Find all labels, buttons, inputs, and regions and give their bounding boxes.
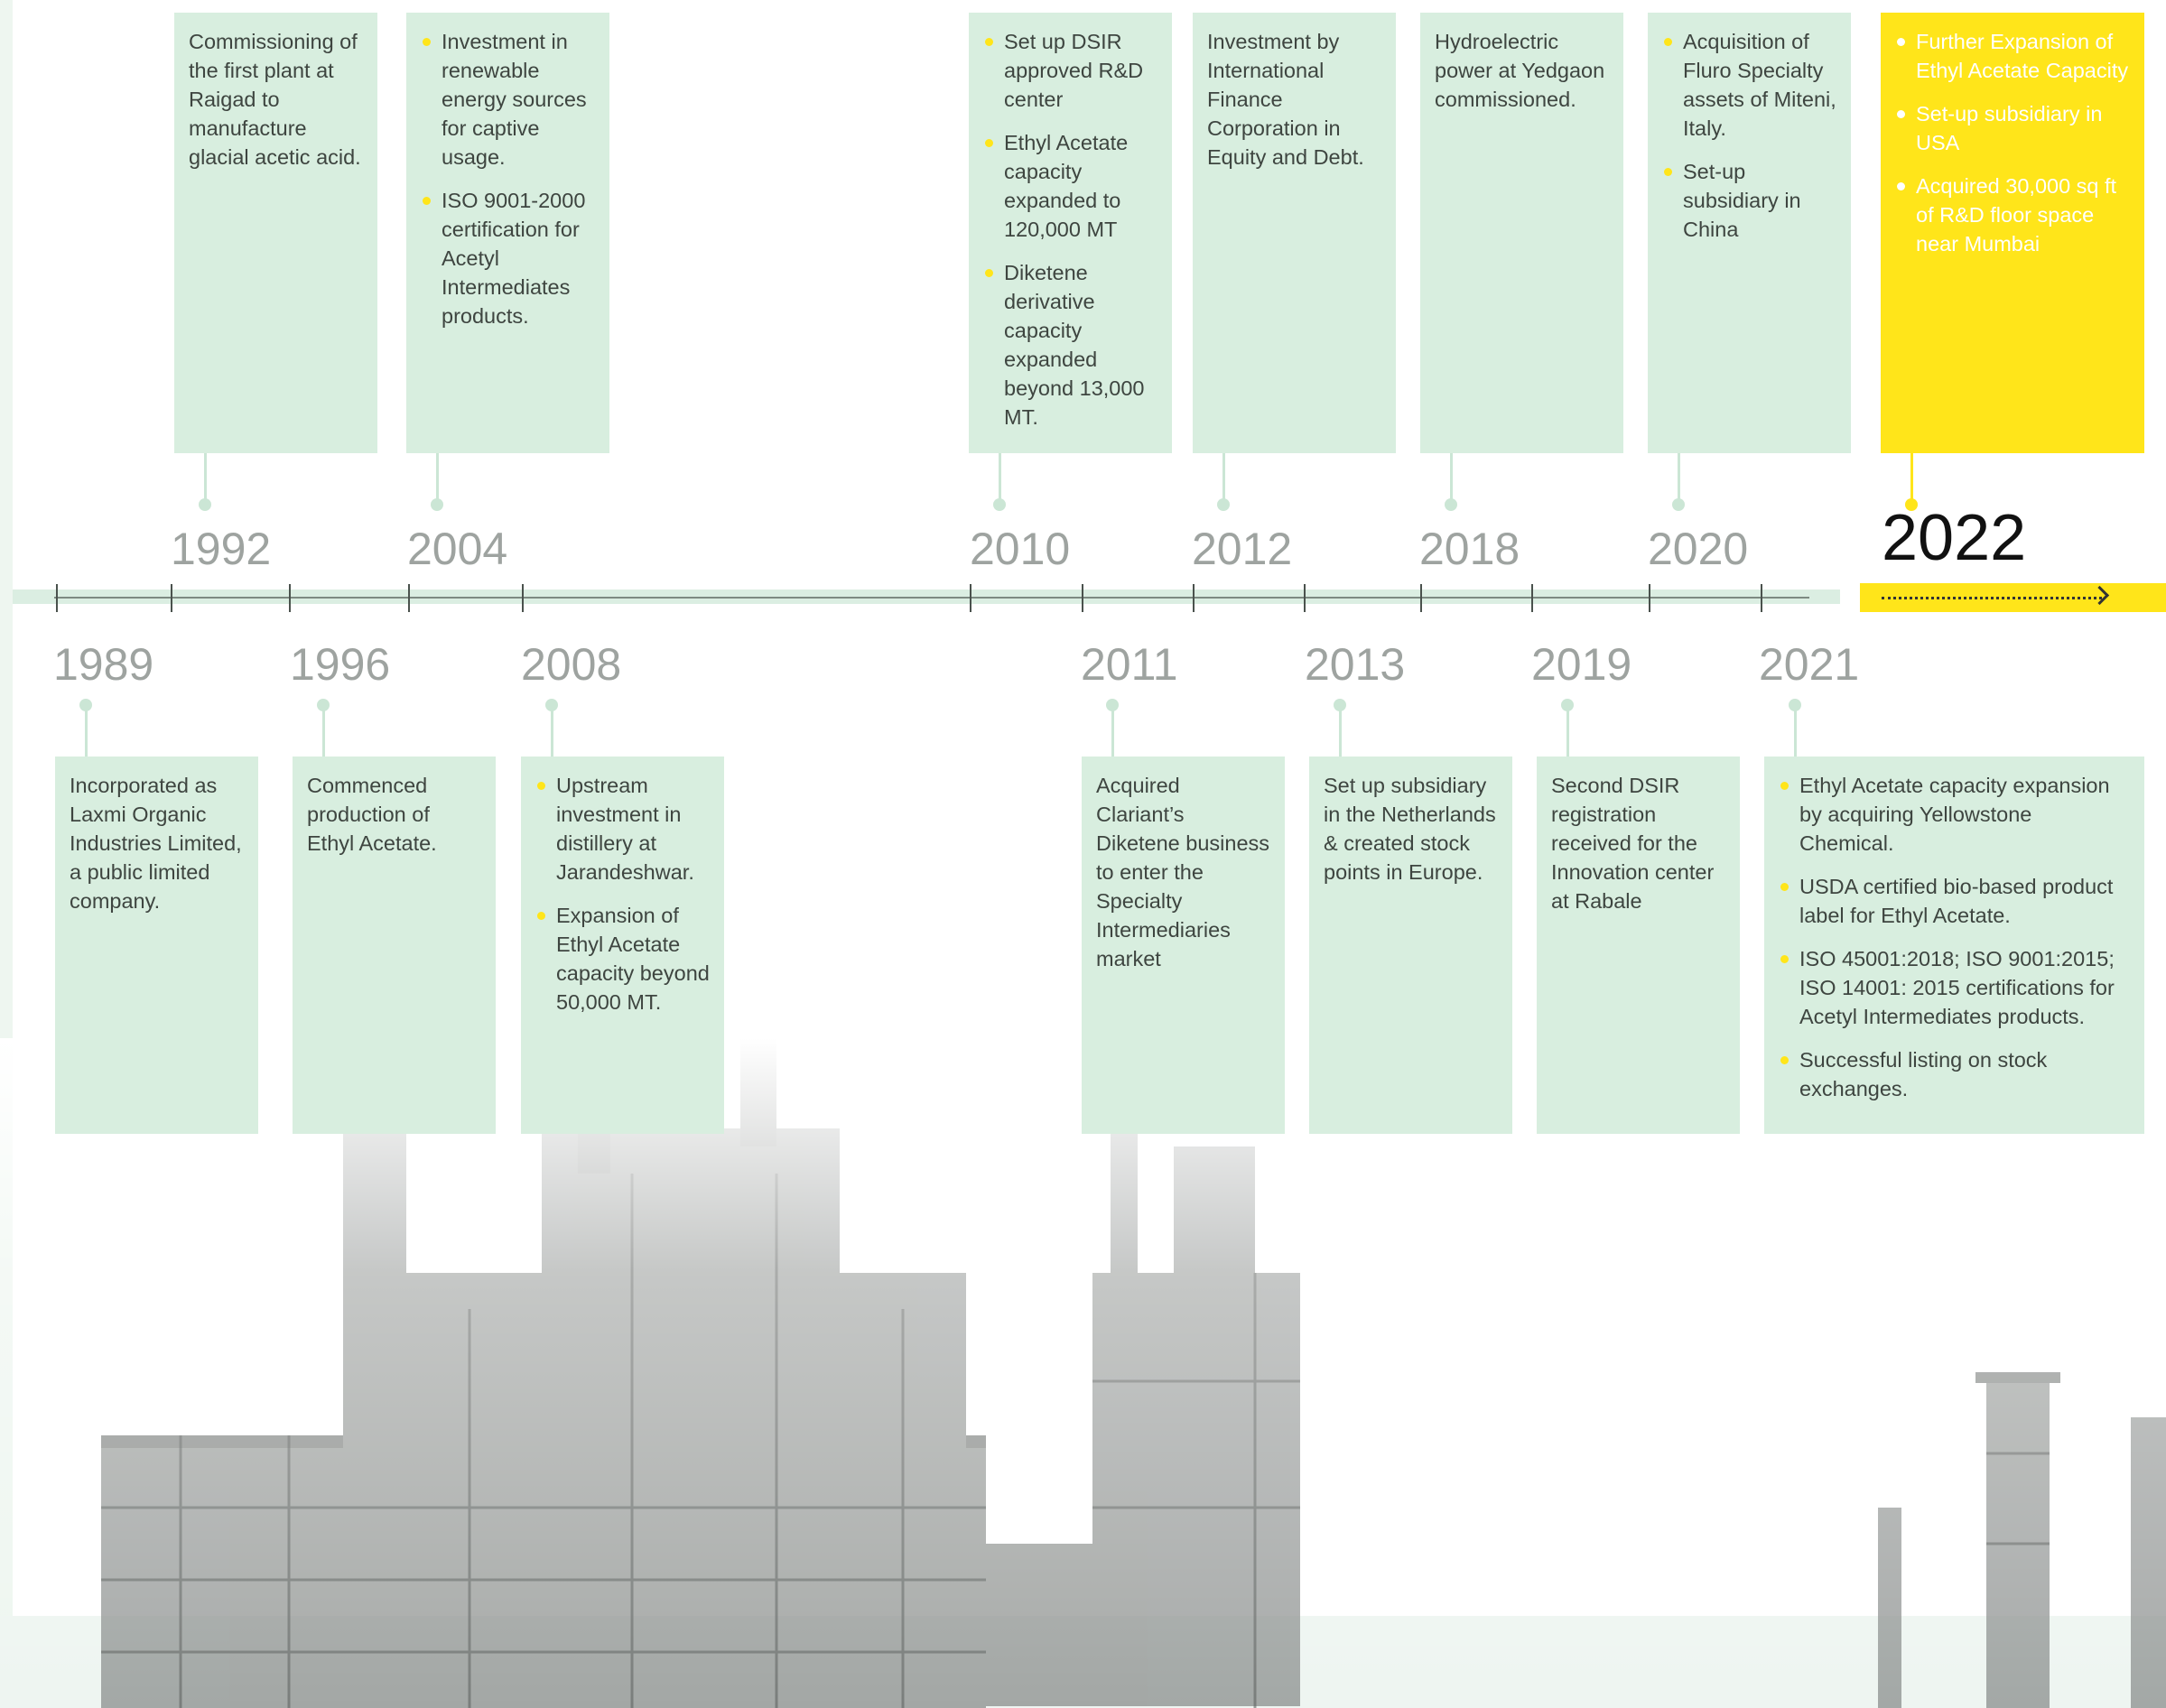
event-connector [1678,453,1680,502]
event-description: Acquired Clariant’s Diketene business to… [1096,774,1270,970]
event-connector [204,453,207,502]
event-dot [1445,498,1457,511]
event-card-2021: Ethyl Acetate capacity expansion by acqu… [1764,757,2144,1134]
event-connector [1450,453,1453,502]
event-dot [1106,699,1119,711]
year-label-2018: 2018 [1419,524,1520,574]
event-dot [993,498,1006,511]
timeline-tick [1761,584,1762,612]
year-label-2020: 2020 [1648,524,1749,574]
year-label-1989: 1989 [53,639,154,690]
event-bullet-item: Investment in renewable energy sources f… [421,27,595,172]
year-label-2008: 2008 [521,639,622,690]
event-dot [1789,699,1801,711]
event-card-1992: Commissioning of the first plant at Raig… [174,13,377,453]
event-dot [317,699,330,711]
year-label-2022: 2022 [1882,502,2027,574]
event-connector [999,453,1001,502]
event-connector [322,708,325,757]
event-description: Commenced production of Ethyl Acetate. [307,774,437,855]
event-description: Investment by International Finance Corp… [1207,30,1364,169]
event-bullet-item: Diketene derivative capacity expanded be… [983,258,1157,432]
timeline-tick [1082,584,1083,612]
timeline-tick [970,584,971,612]
industrial-plant-background [0,1038,2166,1708]
year-label-2012: 2012 [1192,524,1293,574]
event-dot [1334,699,1346,711]
event-card-2004: Investment in renewable energy sources f… [406,13,609,453]
year-label-2013: 2013 [1305,639,1406,690]
event-connector [1566,708,1569,757]
event-bullet-item: Acquisition of Fluro Specialty assets of… [1662,27,1836,143]
event-bullet-item: Further Expansion of Ethyl Acetate Capac… [1895,27,2130,85]
event-bullet-item: USDA certified bio-based product label f… [1779,872,2130,930]
event-description: Commissioning of the first plant at Raig… [189,30,361,169]
event-description: Incorporated as Laxmi Organic Industries… [70,774,242,913]
year-label-1996: 1996 [290,639,391,690]
event-card-2020: Acquisition of Fluro Specialty assets of… [1648,13,1851,453]
event-bullet-item: Acquired 30,000 sq ft of R&D floor space… [1895,172,2130,258]
timeline-tick [289,584,291,612]
event-dot [545,699,558,711]
event-card-1996: Commenced production of Ethyl Acetate. [293,757,496,1134]
timeline-tick [1193,584,1195,612]
timeline-tick [1649,584,1650,612]
event-connector [85,708,88,757]
timeline-tick [522,584,524,612]
dotted-arrow-line [1882,597,2102,599]
timeline-tick [1420,584,1422,612]
timeline-tick [56,584,58,612]
event-bullet-item: Expansion of Ethyl Acetate capacity beyo… [535,901,710,1016]
event-connector [1222,453,1225,502]
event-bullet-item: Set up DSIR approved R&D center [983,27,1157,114]
event-dot [79,699,92,711]
year-label-2010: 2010 [970,524,1071,574]
timeline-tick [408,584,410,612]
event-description: Hydroelectric power at Yedgaon commissio… [1435,30,1605,111]
year-label-2004: 2004 [407,524,508,574]
year-label-2011: 2011 [1081,639,1178,690]
event-dot [1672,498,1685,511]
timeline-tick [1531,584,1533,612]
event-card-2019: Second DSIR registration received for th… [1537,757,1740,1134]
event-bullet-item: Ethyl Acetate capacity expanded to 120,0… [983,128,1157,244]
event-bullet-item: Upstream investment in distillery at Jar… [535,771,710,886]
event-card-2008: Upstream investment in distillery at Jar… [521,757,724,1134]
timeline-tick [171,584,172,612]
event-card-2022: Further Expansion of Ethyl Acetate Capac… [1881,13,2144,453]
event-connector [436,453,439,502]
event-connector [1794,708,1797,757]
event-bullet-item: ISO 45001:2018; ISO 9001:2015; ISO 14001… [1779,944,2130,1031]
event-connector [1111,708,1114,757]
event-bullet-item: ISO 9001-2000 certification for Acetyl I… [421,186,595,330]
event-description: Second DSIR registration received for th… [1551,774,1715,913]
event-bullet-item: Set-up subsidiary in USA [1895,99,2130,157]
event-dot [1905,498,1918,511]
event-card-2012: Investment by International Finance Corp… [1193,13,1396,453]
event-dot [1561,699,1574,711]
event-bullet-item: Successful listing on stock exchanges. [1779,1045,2130,1103]
event-description: Set up subsidiary in the Netherlands & c… [1324,774,1496,884]
event-card-1989: Incorporated as Laxmi Organic Industries… [55,757,258,1134]
event-connector [551,708,553,757]
year-label-1992: 1992 [171,524,272,574]
event-connector [1339,708,1342,757]
event-bullet-item: Ethyl Acetate capacity expansion by acqu… [1779,771,2130,858]
event-dot [199,498,211,511]
event-dot [431,498,443,511]
timeline-tick [1304,584,1306,612]
year-label-2021: 2021 [1759,639,1860,690]
event-connector [1910,453,1913,502]
year-label-2019: 2019 [1531,639,1632,690]
event-card-2018: Hydroelectric power at Yedgaon commissio… [1420,13,1623,453]
event-bullet-item: Set-up subsidiary in China [1662,157,1836,244]
event-card-2011: Acquired Clariant’s Diketene business to… [1082,757,1285,1134]
event-dot [1217,498,1230,511]
timeline-axis-line [54,597,1809,599]
event-card-2013: Set up subsidiary in the Netherlands & c… [1309,757,1512,1134]
